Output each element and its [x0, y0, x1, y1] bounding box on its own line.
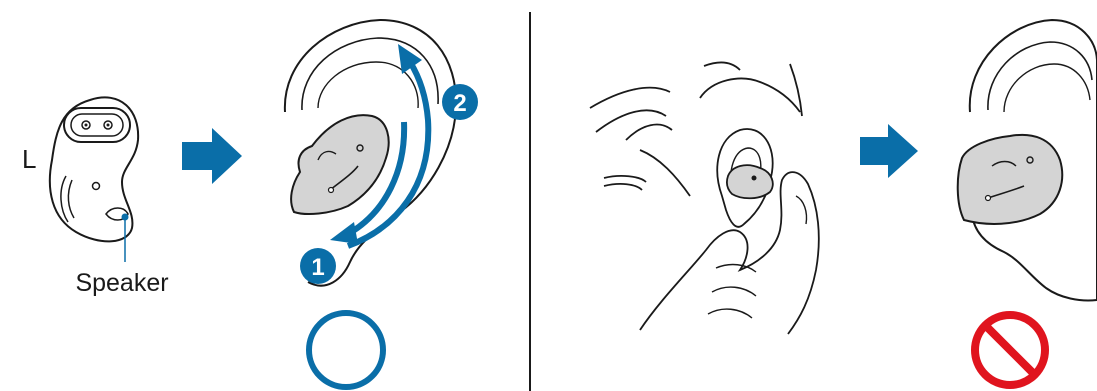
- ear-insert-diagram: 1 2: [285, 20, 478, 387]
- side-label: L: [22, 144, 36, 174]
- arrow-right-icon: [860, 124, 918, 178]
- arrow-right-icon: [182, 128, 242, 184]
- step-2-badge: 2: [442, 84, 478, 120]
- ear-incorrect-diagram: [958, 20, 1097, 385]
- charging-contacts: [64, 108, 130, 142]
- speaker-pointer: [122, 214, 129, 221]
- svg-text:1: 1: [311, 254, 324, 281]
- earbud-misaligned: [958, 135, 1062, 224]
- svg-text:2: 2: [453, 90, 466, 117]
- earbud-in-ear: [291, 115, 389, 214]
- step-1-badge: 1: [300, 248, 336, 284]
- circle-o-icon: [309, 313, 383, 387]
- speaker-label: Speaker: [75, 269, 168, 297]
- prohibited-icon: [975, 315, 1045, 385]
- earbud-left-diagram: L Speaker: [22, 97, 169, 297]
- earbud-in-fingers: [727, 165, 773, 198]
- hand-insert-diagram: [590, 63, 819, 334]
